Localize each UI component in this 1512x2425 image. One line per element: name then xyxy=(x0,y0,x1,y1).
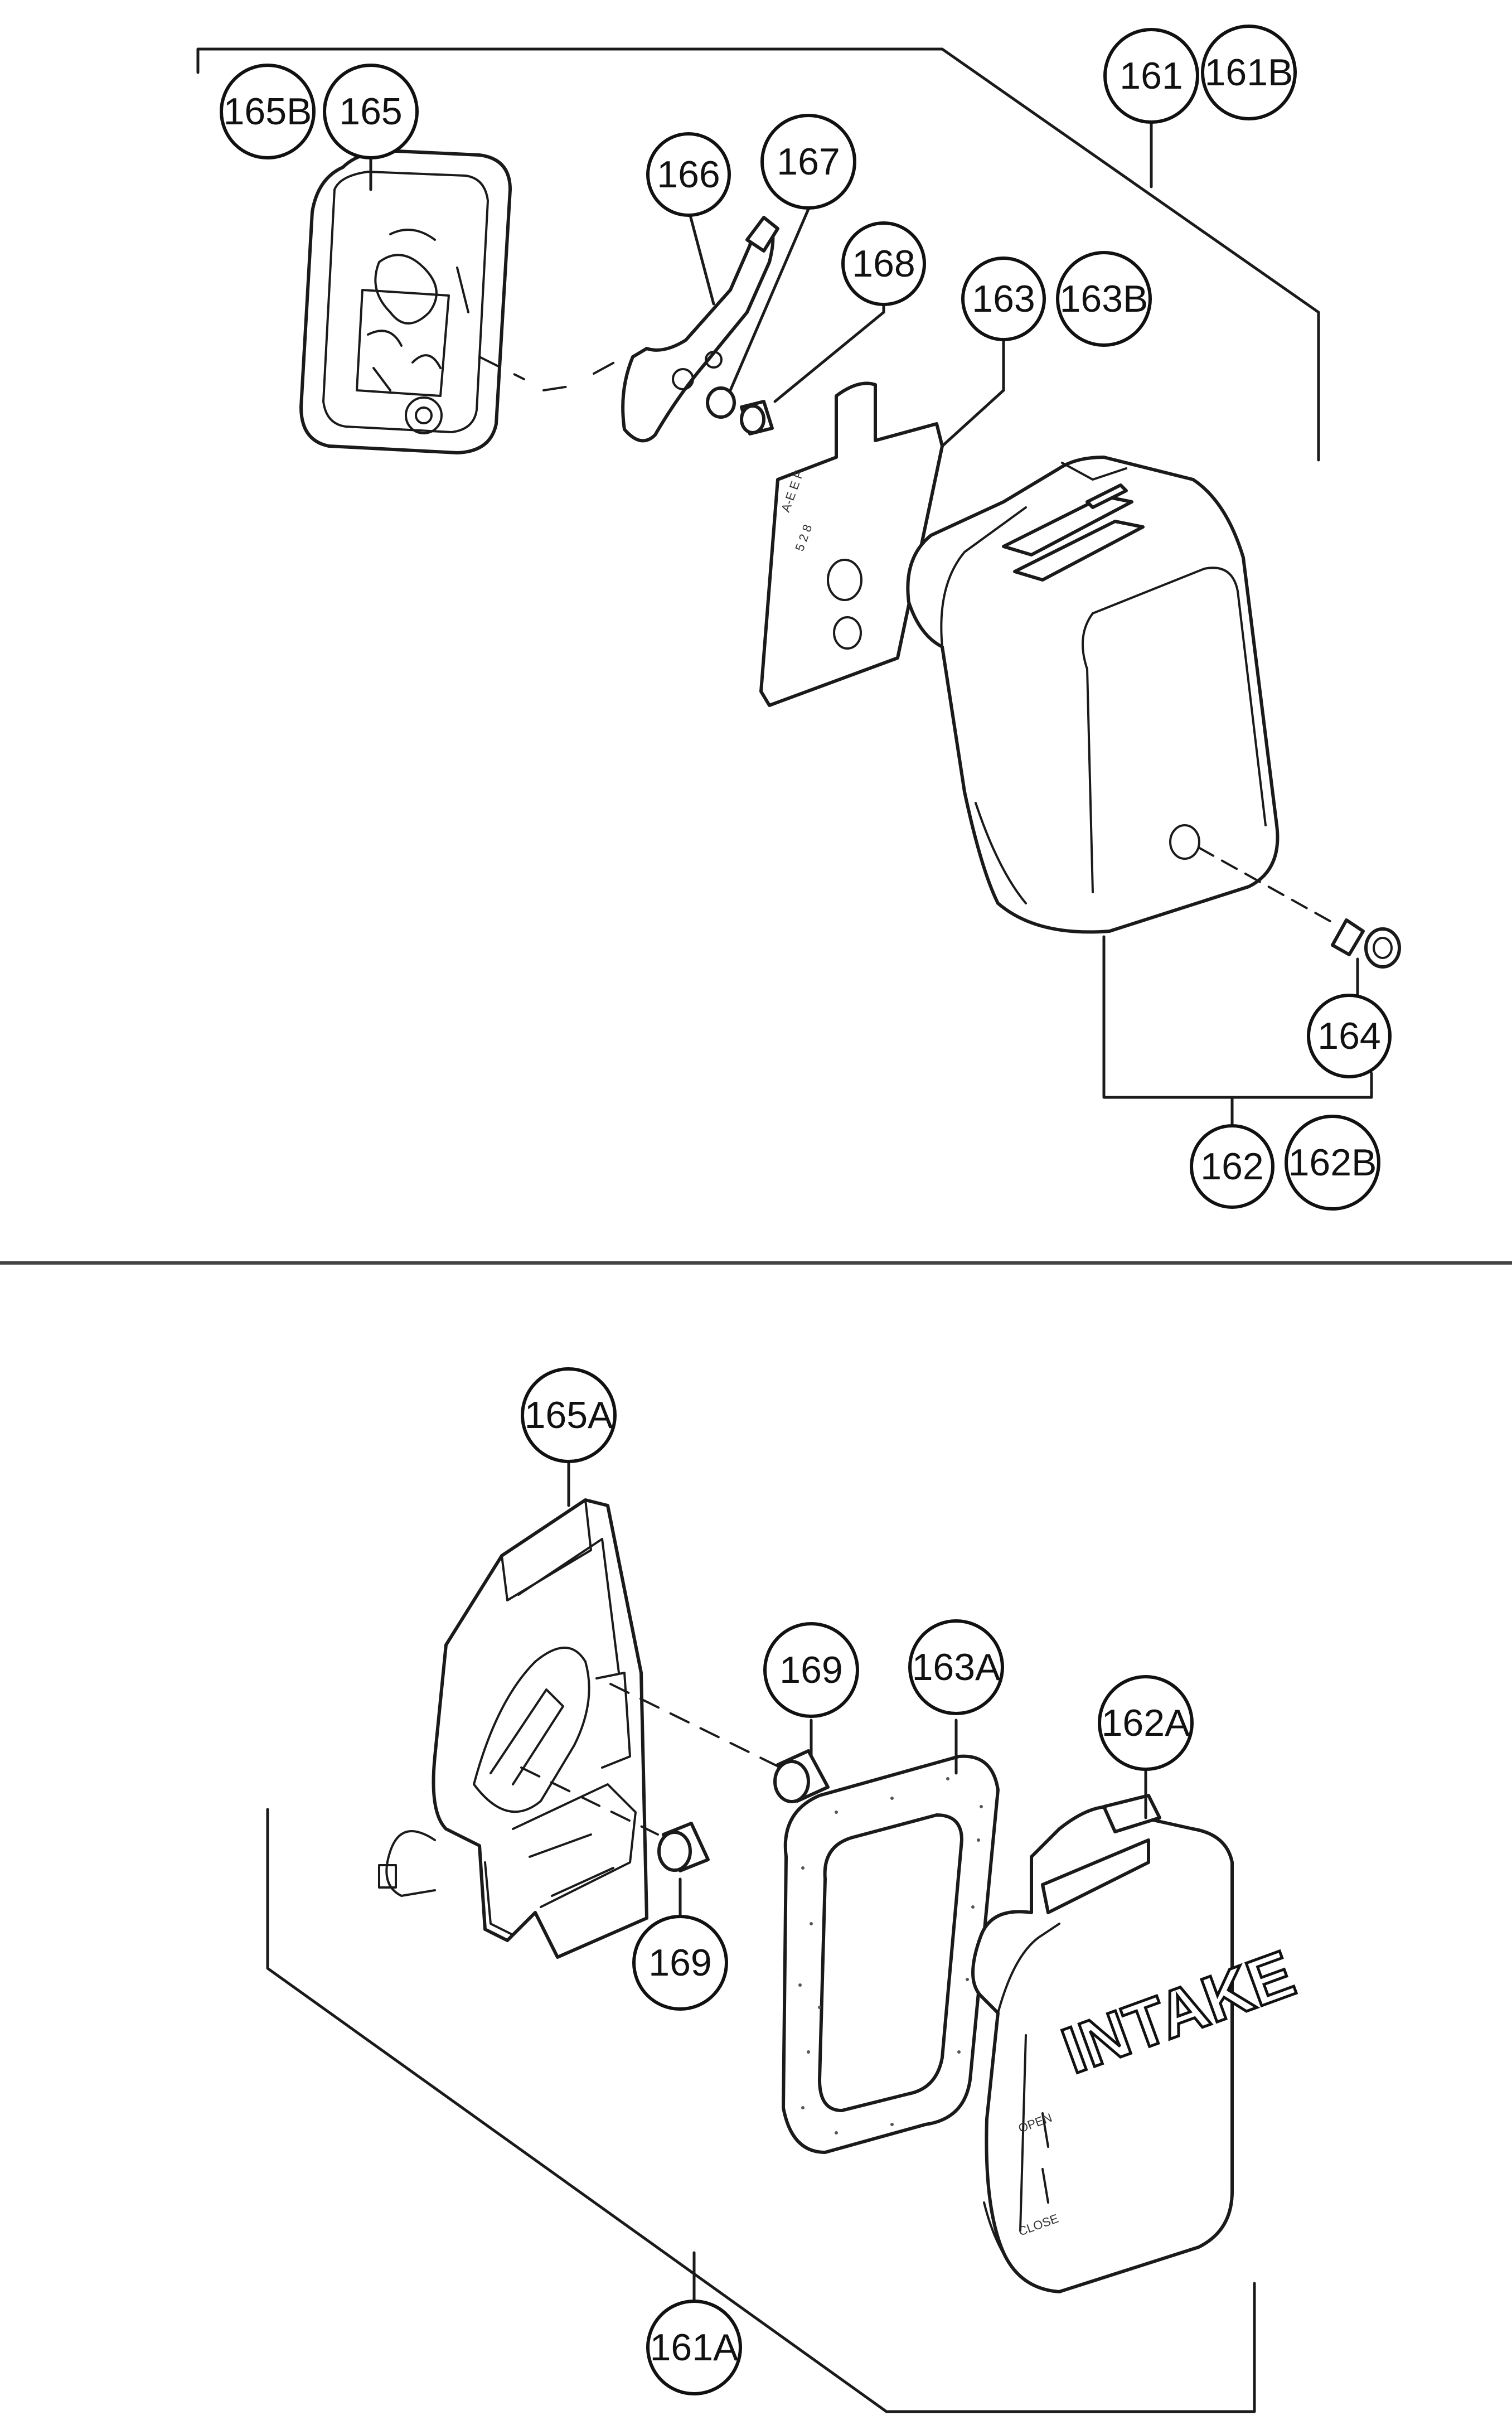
svg-text:165: 165 xyxy=(339,90,402,133)
callout-161a: 161A xyxy=(646,2300,742,2395)
bushing-168 xyxy=(740,400,774,435)
callout-163: 163 xyxy=(961,256,1046,341)
svg-text:161: 161 xyxy=(1120,55,1183,97)
svg-text:168: 168 xyxy=(852,243,915,285)
leader-167 xyxy=(729,207,810,392)
filter-element-165 xyxy=(299,149,512,454)
callout-162: 162 xyxy=(1190,1124,1274,1209)
bushing-169-upper xyxy=(773,1749,830,1803)
svg-text:169: 169 xyxy=(648,1942,711,1984)
callout-169-lower: 169 xyxy=(632,1915,728,2011)
gasket-163: A-E E F 5 2 8 xyxy=(759,381,944,707)
assembly-bracket-161a xyxy=(266,1808,1256,2413)
bracket-162 xyxy=(1102,935,1373,1099)
bushing-169-lower xyxy=(657,1822,710,1872)
callout-167: 167 xyxy=(760,114,856,210)
callout-168: 168 xyxy=(841,221,926,306)
foam-texture xyxy=(798,1777,983,2134)
svg-text:165A: 165A xyxy=(525,1394,613,1436)
oring-167 xyxy=(706,386,736,419)
callout-165: 165 xyxy=(323,64,419,159)
leader-168b xyxy=(773,311,885,403)
top-assembly: A-E E F 5 2 8 xyxy=(196,47,1401,1134)
filter-cover-162 xyxy=(906,456,1280,934)
callout-169-upper: 169 xyxy=(763,1622,859,1718)
callout-161: 161 xyxy=(1103,28,1199,124)
intake-cover-162a xyxy=(971,1794,1234,2293)
svg-text:163: 163 xyxy=(972,278,1035,320)
foam-element-163a xyxy=(782,1754,1000,2154)
svg-text:164: 164 xyxy=(1317,1015,1380,1057)
svg-text:162A: 162A xyxy=(1102,1702,1190,1744)
svg-text:163B: 163B xyxy=(1060,278,1148,320)
svg-text:162B: 162B xyxy=(1288,1141,1377,1184)
svg-text:167: 167 xyxy=(777,141,840,183)
assembly-bracket-161 xyxy=(196,47,1320,462)
callout-165b: 165B xyxy=(220,64,316,159)
svg-text:161B: 161B xyxy=(1205,51,1293,94)
callout-162a: 162A xyxy=(1098,1675,1194,1771)
callout-165a: 165A xyxy=(521,1367,617,1463)
svg-text:162: 162 xyxy=(1200,1145,1263,1188)
leader-163b xyxy=(941,389,1005,448)
bottom-assembly xyxy=(266,1448,1256,2413)
svg-text:163A: 163A xyxy=(912,1646,1001,1688)
callout-164: 164 xyxy=(1307,994,1392,1078)
leader-166 xyxy=(687,207,715,306)
assembly-line-169b xyxy=(520,1766,659,1836)
svg-text:161A: 161A xyxy=(650,2326,739,2369)
lever-166 xyxy=(621,216,779,443)
callout-163a: 163A xyxy=(908,1619,1004,1715)
svg-text:166: 166 xyxy=(657,153,720,196)
callout-166: 166 xyxy=(646,132,731,217)
svg-text:165B: 165B xyxy=(224,90,312,133)
callout-161b: 161B xyxy=(1201,25,1297,120)
filter-base-165a xyxy=(378,1498,648,1959)
assembly-line-165-166 xyxy=(478,356,626,391)
screw-164 xyxy=(1198,846,1401,969)
svg-text:169: 169 xyxy=(779,1649,842,1691)
callout-162b: 162B xyxy=(1285,1115,1380,1211)
callout-163b: 163B xyxy=(1056,251,1152,347)
